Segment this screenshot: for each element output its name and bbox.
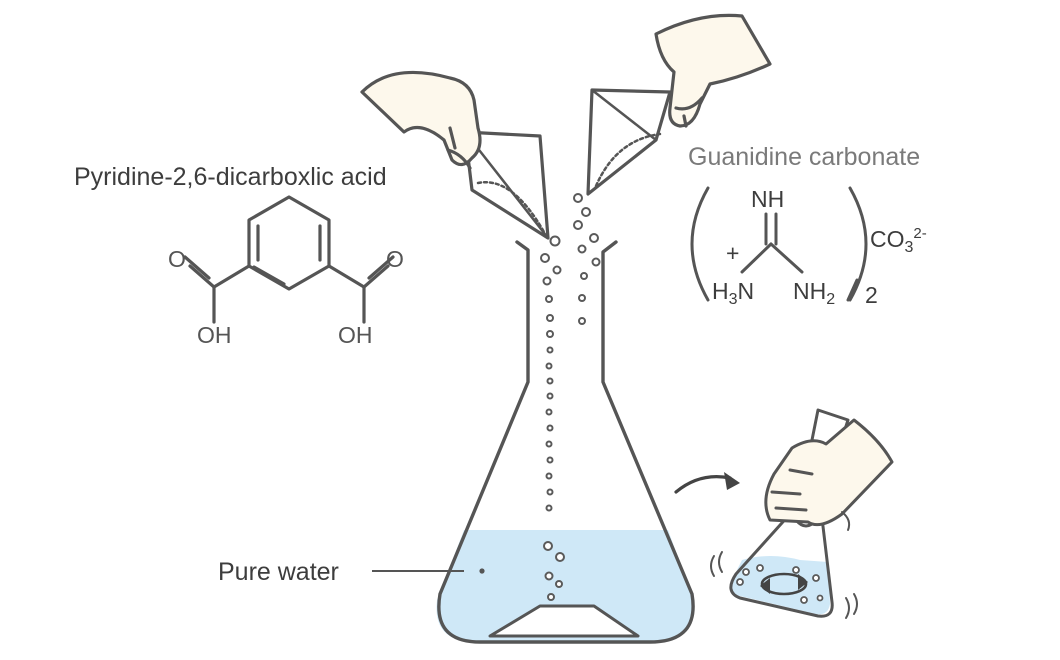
erlenmeyer-flask [372,240,695,644]
left-hand-with-paper [360,70,550,240]
oxygen-left-label: O [168,246,186,272]
amine-left-label: H3N [712,278,755,308]
right-hand-with-paper [586,13,772,196]
flask-outline [437,240,695,644]
left-hand [360,70,482,167]
amine-right-label: NH2 [793,278,836,308]
flask-water [436,530,695,642]
hydroxyl-right-label: OH [338,322,373,348]
small-shaking-flask [710,408,894,619]
carbonate-anion-label: CO32- [870,225,927,256]
falling-powder [540,193,601,601]
hydroxyl-left-label: OH [197,322,232,348]
flask-base-highlight [488,604,640,638]
pyridine-structure [183,195,395,324]
pure-water-label: Pure water [218,558,339,586]
water-pointer-dot [479,568,485,574]
charge-label: + [726,240,740,266]
guanidine-structure [690,186,868,302]
left-bracket [690,186,710,302]
benzene-ring [247,195,331,291]
pyridine-label: Pyridine-2,6-dicarboxlic acid [74,163,387,191]
stoichiometry-label: 2 [865,282,878,308]
curved-arrow-icon [674,472,740,494]
small-flask-outline [729,512,834,618]
shaking-hand [764,418,894,527]
imine-label: NH [751,186,785,212]
oxygen-right-label: O [386,246,404,272]
guanidine-label: Guanidine carbonate [688,143,921,171]
right-bracket [848,186,868,302]
right-hand [654,13,772,128]
